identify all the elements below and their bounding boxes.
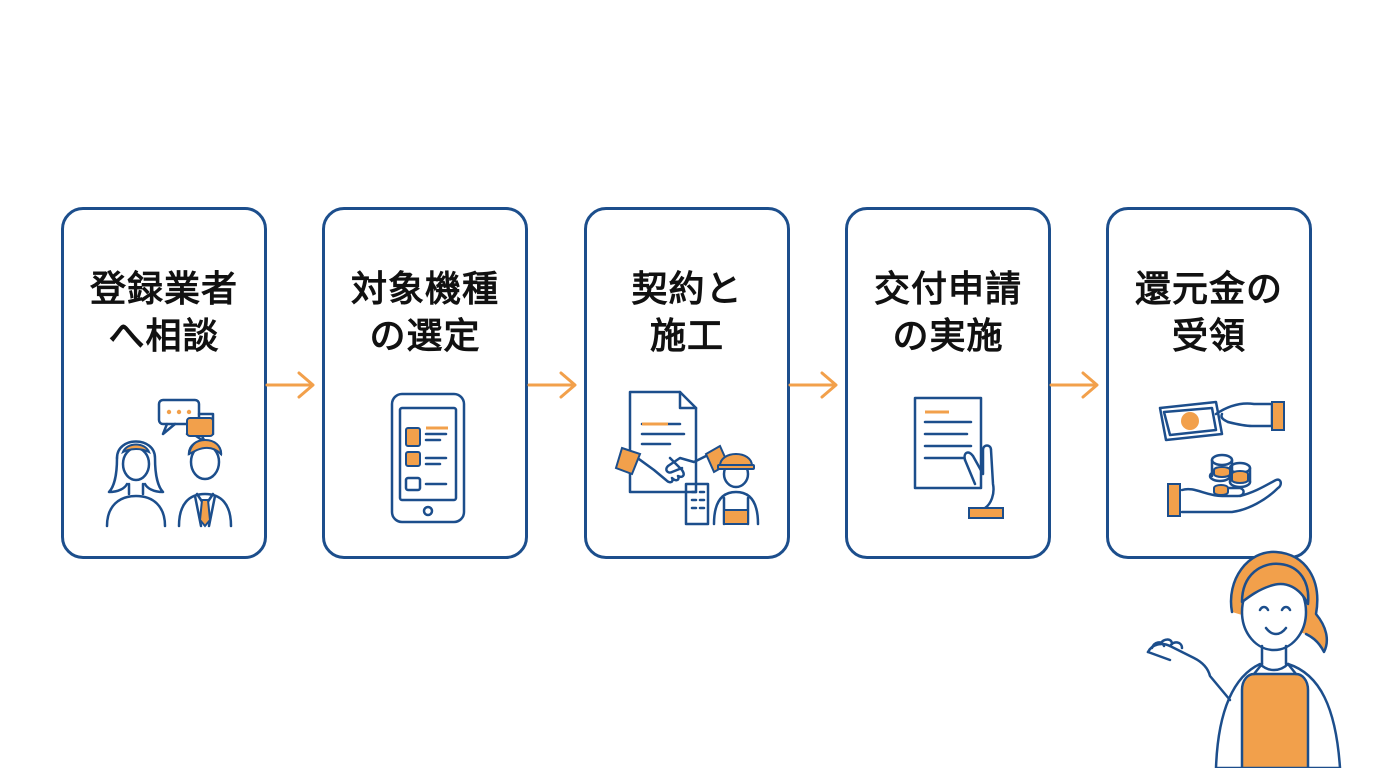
consultation-icon xyxy=(105,398,233,528)
arrow-right-icon xyxy=(265,371,315,399)
step-card-1: 登録業者 へ相談 xyxy=(61,207,267,559)
money-receipt-icon xyxy=(1158,400,1285,517)
step-title-4: 交付申請 の実施 xyxy=(873,269,1022,357)
application-document-icon xyxy=(913,396,1004,519)
step-card-2: 対象機種 の選定 xyxy=(322,207,528,559)
arrow-right-icon xyxy=(527,371,577,399)
smartphone-selection-icon xyxy=(390,392,466,524)
step-title-5: 還元金の 受領 xyxy=(1134,269,1283,357)
arrow-right-icon xyxy=(788,371,838,399)
step-title-2: 対象機種 の選定 xyxy=(350,269,499,357)
guide-woman-icon xyxy=(1146,550,1342,768)
contract-construction-icon xyxy=(614,390,760,526)
arrow-right-icon xyxy=(1049,371,1099,399)
step-title-1: 登録業者 へ相談 xyxy=(89,269,238,357)
step-title-3: 契約と 施工 xyxy=(631,269,743,357)
step-card-3: 契約と 施工 xyxy=(584,207,790,559)
step-card-5: 還元金の 受領 xyxy=(1106,207,1312,559)
step-card-4: 交付申請 の実施 xyxy=(845,207,1051,559)
